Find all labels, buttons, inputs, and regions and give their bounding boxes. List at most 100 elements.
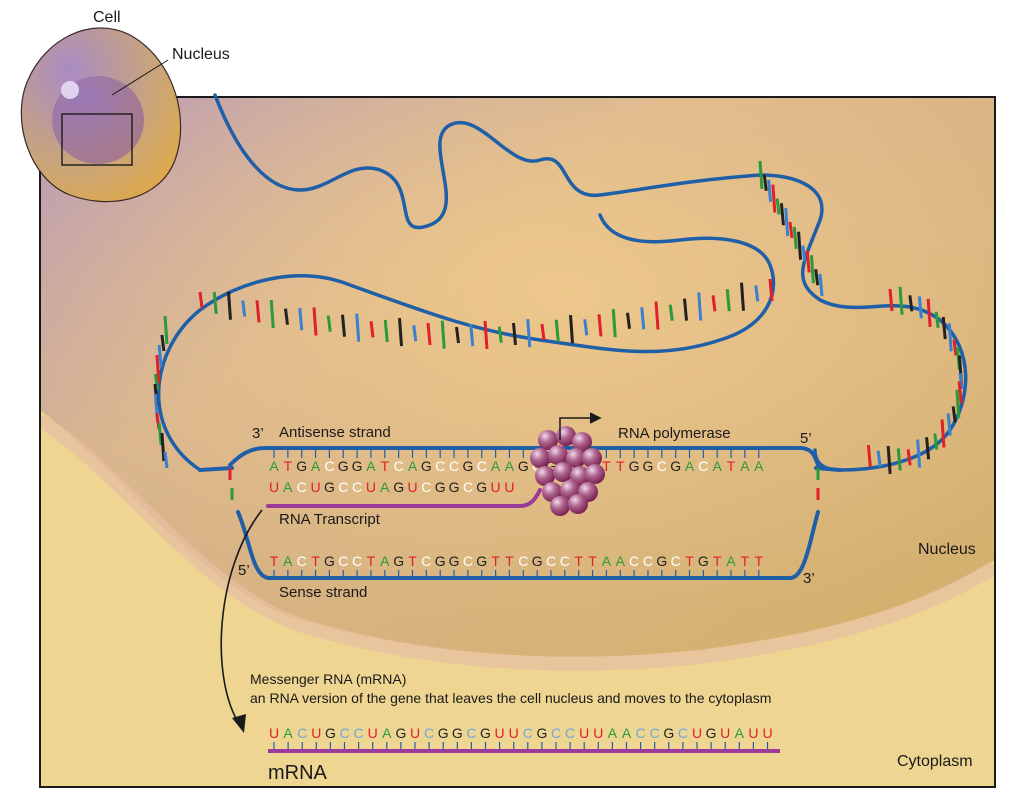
antisense-backbone bbox=[228, 446, 820, 467]
nucleotide: C bbox=[394, 458, 404, 474]
nucleotide: G bbox=[438, 725, 449, 741]
nucleotide: C bbox=[421, 553, 431, 569]
helix-rung bbox=[269, 299, 275, 329]
helix-rung bbox=[958, 372, 964, 390]
helix-rung bbox=[626, 312, 631, 329]
helix-rung bbox=[916, 439, 922, 468]
nucleotide: C bbox=[297, 553, 307, 569]
nucleotide: C bbox=[698, 458, 708, 474]
polymerase-subunit bbox=[556, 426, 576, 446]
nucleotide: G bbox=[663, 725, 674, 741]
nucleotide: A bbox=[380, 479, 390, 495]
helix-rung bbox=[326, 315, 332, 332]
nucleotide: U bbox=[509, 725, 519, 741]
nucleotide: G bbox=[656, 553, 667, 569]
nucleotide: C bbox=[650, 725, 660, 741]
sense-three-prime: 3’ bbox=[803, 570, 815, 587]
polymerase-subunit bbox=[553, 462, 573, 482]
helix-rung bbox=[611, 309, 617, 338]
nucleus-region bbox=[40, 97, 995, 787]
nucleotide: U bbox=[410, 725, 420, 741]
nucleotide: A bbox=[740, 458, 750, 474]
nucleotide: G bbox=[698, 553, 709, 569]
antisense-label: Antisense strand bbox=[279, 424, 391, 441]
helix-rung bbox=[383, 319, 389, 342]
transcription-bubble bbox=[198, 446, 842, 580]
nucleotide: G bbox=[435, 479, 446, 495]
nucleotide: T bbox=[713, 553, 722, 569]
nucleotide: C bbox=[678, 725, 688, 741]
nucleotide: C bbox=[324, 458, 334, 474]
helix-rung bbox=[740, 282, 745, 311]
helix-rung bbox=[483, 320, 489, 350]
nucleotide: T bbox=[574, 553, 583, 569]
helix-rung bbox=[797, 231, 803, 260]
nucleotide: G bbox=[435, 553, 446, 569]
polymerase-subunit bbox=[535, 466, 555, 486]
nucleotide: T bbox=[754, 553, 763, 569]
helix-rung bbox=[455, 326, 460, 344]
nucleotide: A bbox=[713, 458, 723, 474]
helix-rung bbox=[157, 422, 163, 446]
nucleotide: A bbox=[380, 553, 390, 569]
helix-rung bbox=[779, 203, 785, 226]
nucleotide: C bbox=[354, 725, 364, 741]
nucleotide: T bbox=[367, 553, 376, 569]
helix-rung bbox=[312, 307, 318, 336]
helix-rung bbox=[284, 308, 289, 325]
helix-rung bbox=[955, 389, 961, 418]
nucleotide: C bbox=[565, 725, 575, 741]
helix-rung bbox=[440, 320, 446, 349]
helix-rung bbox=[926, 298, 932, 328]
helix-rung bbox=[767, 179, 773, 202]
nucleotide: C bbox=[551, 725, 561, 741]
nucleotide: G bbox=[324, 553, 335, 569]
nucleus-label: Nucleus bbox=[918, 541, 976, 558]
helix-rung bbox=[540, 323, 546, 341]
nucleotide: T bbox=[408, 553, 417, 569]
nucleotide: A bbox=[616, 553, 626, 569]
nucleotide: G bbox=[536, 725, 547, 741]
export-arrow bbox=[220, 509, 263, 733]
nucleotide: C bbox=[518, 553, 528, 569]
nucleotide: C bbox=[477, 458, 487, 474]
helix-rung bbox=[814, 268, 820, 286]
nucleotide: U bbox=[311, 725, 321, 741]
helix-rung bbox=[157, 344, 163, 368]
helix-rung bbox=[898, 286, 904, 315]
helix-rung bbox=[917, 296, 923, 319]
nucleotide: G bbox=[476, 479, 487, 495]
zoom-frame bbox=[39, 96, 996, 788]
helix-rung bbox=[497, 326, 503, 343]
dna-helix-rungs bbox=[153, 160, 964, 475]
helix-rung bbox=[801, 245, 807, 262]
cell-label: Cell bbox=[93, 9, 121, 26]
helix-rung bbox=[876, 450, 882, 468]
helix-rung bbox=[951, 406, 957, 423]
nucleotide: G bbox=[706, 725, 717, 741]
nucleotide: C bbox=[629, 553, 639, 569]
nucleotide: U bbox=[762, 725, 772, 741]
bubble-edge-rungs bbox=[228, 468, 820, 500]
nucleotide: C bbox=[435, 458, 445, 474]
nucleotide: G bbox=[670, 458, 681, 474]
helix-rung bbox=[758, 160, 764, 190]
nucleotide: T bbox=[270, 553, 279, 569]
helix-rung bbox=[298, 308, 304, 331]
helix-rung bbox=[888, 288, 894, 312]
nucleotide: U bbox=[310, 479, 320, 495]
nucleotide: A bbox=[283, 479, 293, 495]
nucleotide: G bbox=[532, 553, 543, 569]
helix-rung bbox=[940, 419, 946, 448]
nucleotide: U bbox=[407, 479, 417, 495]
nucleotide: A bbox=[735, 725, 745, 741]
nuclear-envelope bbox=[40, 414, 995, 671]
nucleotide: C bbox=[643, 553, 653, 569]
nucleotide: T bbox=[491, 553, 500, 569]
nucleotide: G bbox=[476, 553, 487, 569]
antisense-five-prime: 5’ bbox=[800, 430, 812, 447]
nucleotide: T bbox=[381, 458, 390, 474]
polymerase-subunit bbox=[538, 430, 558, 450]
nucleotide: G bbox=[462, 458, 473, 474]
nucleotide: A bbox=[408, 458, 418, 474]
